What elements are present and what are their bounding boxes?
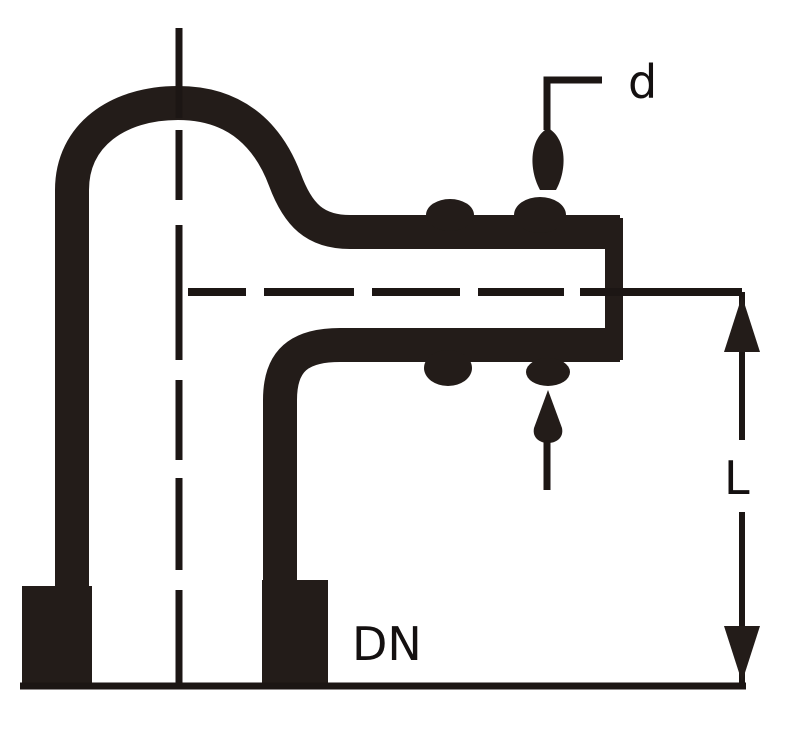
- nozzle-stems: [543, 76, 602, 490]
- right-socket: [262, 580, 328, 686]
- dimension-l: [724, 292, 760, 686]
- left-socket: [22, 586, 92, 686]
- inner-elbow-wall: [263, 328, 620, 686]
- pipe-fill-details: [22, 128, 570, 686]
- d-leader-line: [543, 76, 602, 130]
- lower-nozzle: [533, 390, 563, 443]
- dimension-arrow-down: [724, 626, 760, 682]
- bottom-weld-bead-1: [424, 350, 472, 386]
- top-weld-bead-1: [426, 199, 474, 231]
- top-weld-bead-2: [514, 197, 566, 233]
- upper-nozzle: [532, 128, 564, 190]
- label-d: d: [628, 55, 657, 109]
- bottom-weld-bead-2: [526, 358, 570, 386]
- label-l: L: [724, 451, 750, 505]
- dimension-arrow-up: [724, 296, 760, 352]
- outer-arch-wall: [55, 86, 620, 686]
- pipe-body: [55, 86, 623, 686]
- label-dn: DN: [352, 617, 422, 671]
